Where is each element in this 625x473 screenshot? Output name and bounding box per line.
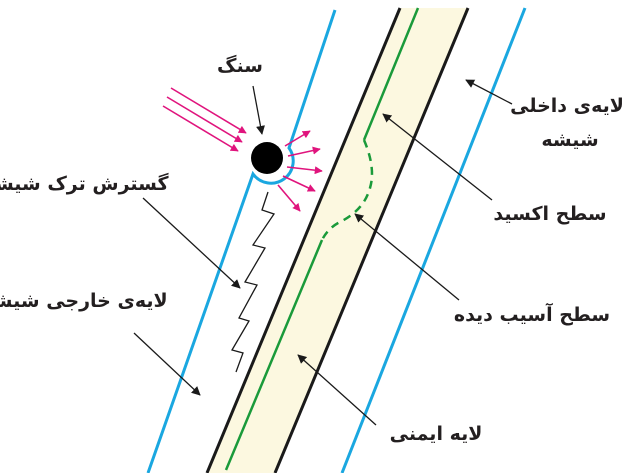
- safety-layer-right-border: [273, 7, 470, 473]
- safety-layer-leader-arrow: [297, 354, 377, 426]
- oxidized-leader-arrow: [382, 113, 493, 201]
- outer-layer-leader-arrow: [133, 332, 201, 396]
- oxidized-surface-lower-line: [224, 239, 324, 471]
- radiating-force-arrow-5: [277, 184, 301, 212]
- inner-layer-leader-arrow: [465, 79, 513, 105]
- inner-layer-label-line1: لایه‌ی داخلی: [510, 95, 624, 117]
- damaged-surface-dashed: [320, 139, 374, 241]
- radiating-force-arrow-2: [287, 146, 321, 157]
- damaged-surface-label: سطح آسیب دیده: [454, 302, 610, 326]
- crack-leader-arrow: [142, 197, 241, 289]
- crack-label: گسترش ترک شیشه: [0, 172, 169, 195]
- radiating-force-arrow-4: [282, 175, 316, 192]
- radiating-force-arrow-3: [286, 166, 323, 175]
- stone-icon: [251, 142, 283, 174]
- incoming-force-arrow-1: [170, 87, 247, 134]
- incoming-force-arrow-3: [162, 105, 239, 152]
- safety-layer-left-border: [205, 7, 402, 473]
- crack-zigzag: [231, 191, 276, 373]
- damaged-leader-arrow: [354, 213, 460, 301]
- radiating-force-arrow-1: [284, 130, 311, 147]
- outer-glass-surface-line: [146, 9, 337, 473]
- incoming-force-arrow-2: [166, 96, 243, 143]
- safety-layer-label: لایه ایمنی: [390, 423, 483, 445]
- oxidized-surface-line: [362, 7, 420, 141]
- stone-label: سنگ: [217, 54, 263, 77]
- outer-layer-label: لایه‌ی خارجی شیشه: [0, 290, 168, 312]
- oxidized-surface-label: سطح اکسید: [493, 203, 606, 225]
- safety-layer-band: [207, 8, 468, 473]
- stone-leader-arrow: [252, 85, 265, 135]
- inner-glass-surface-line: [340, 7, 527, 473]
- inner-layer-label-line2: شیشه: [541, 129, 598, 151]
